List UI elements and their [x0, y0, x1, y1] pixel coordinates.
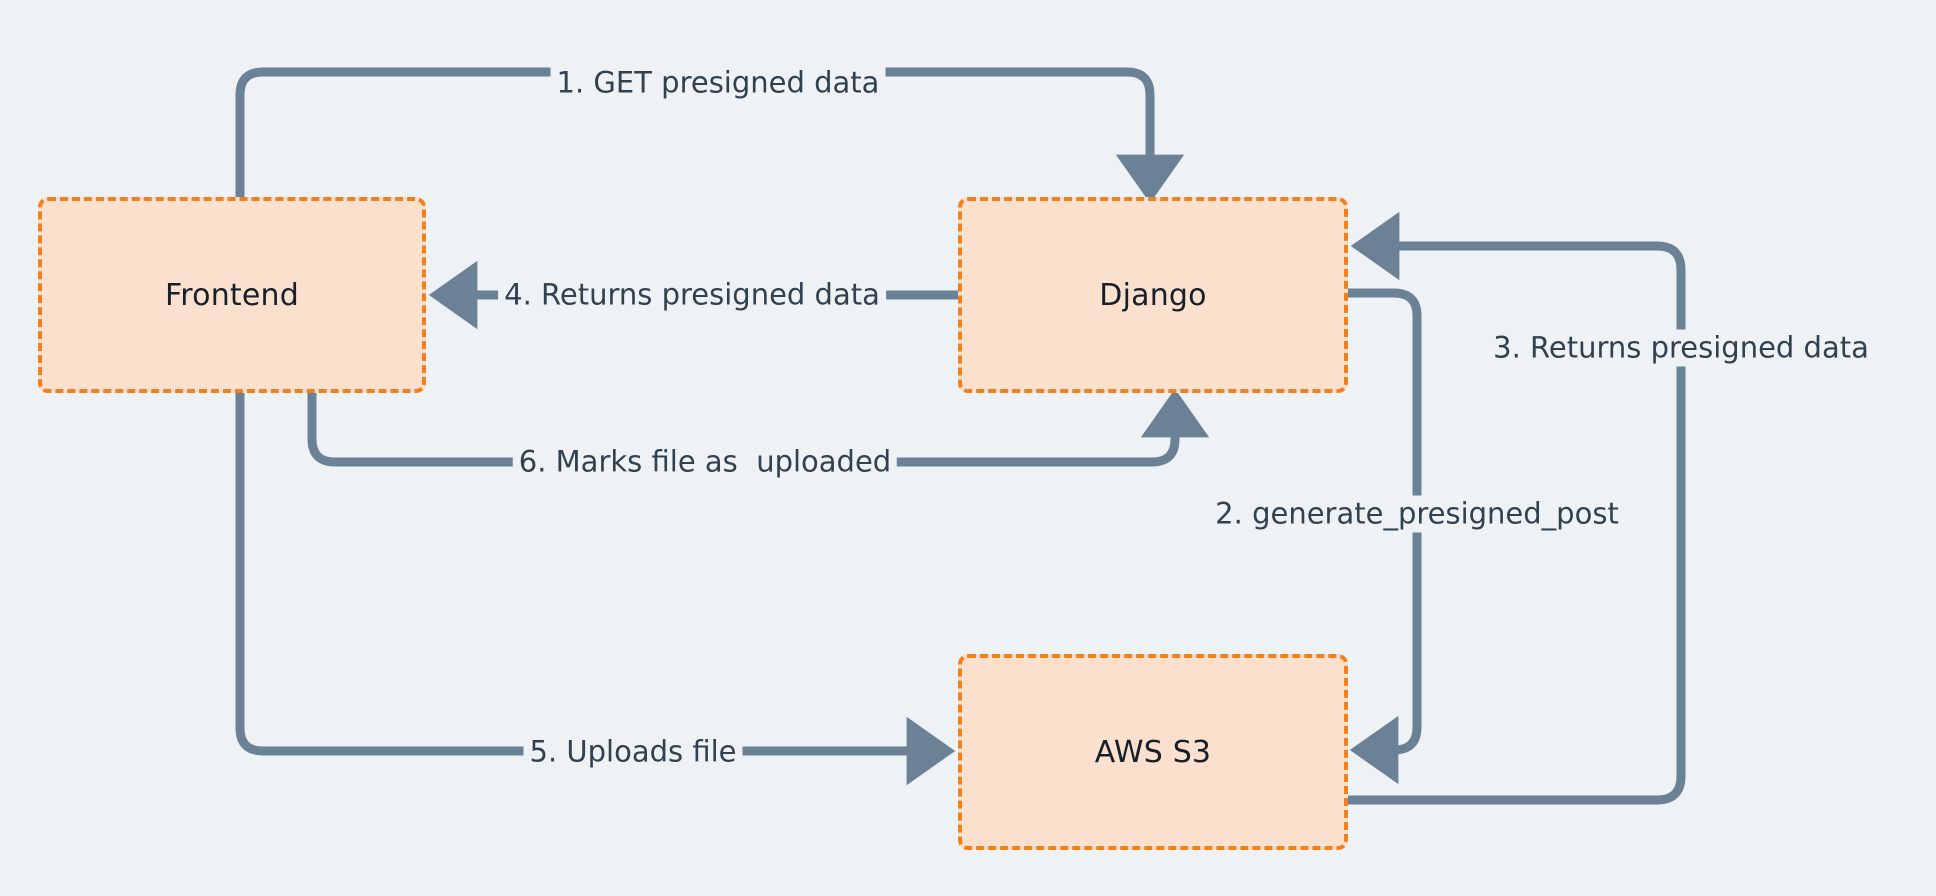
node-aws-s3-label: AWS S3 [1094, 734, 1212, 770]
node-frontend-label: Frontend [165, 277, 299, 313]
node-django-label: Django [1099, 277, 1207, 313]
node-aws-s3[interactable]: AWS S3 [958, 654, 1348, 850]
edge-label-3: 3. Returns presigned data [1487, 329, 1875, 367]
edge-label-6: 6. Marks file as uploaded [512, 443, 898, 481]
edge-label-1: 1. GET presigned data [550, 64, 886, 102]
edge-label-5: 5. Uploads file [523, 733, 743, 771]
edge-3-returns-presigned-data [1343, 211, 1686, 805]
edge-label-4: 4. Returns presigned data [498, 276, 886, 314]
node-frontend[interactable]: Frontend [38, 197, 426, 393]
edge-5-uploads-file [235, 388, 956, 786]
node-django[interactable]: Django [958, 197, 1348, 393]
edge-label-2: 2. generate_presigned_post [1209, 495, 1625, 533]
